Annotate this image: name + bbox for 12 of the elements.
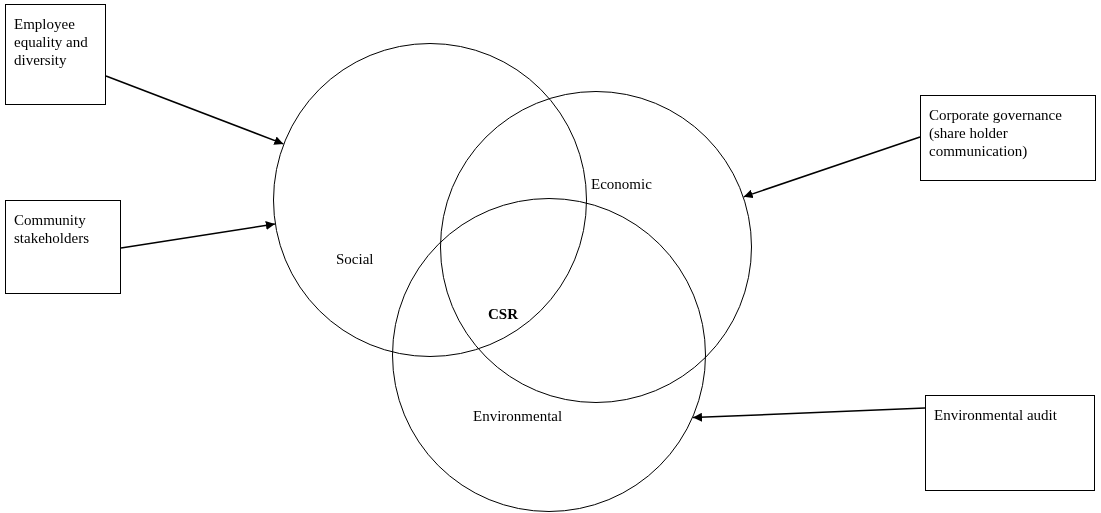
text-box: Environmental audit <box>925 395 1095 491</box>
arrow <box>692 407 926 422</box>
arrow <box>120 221 276 249</box>
arrow <box>105 75 285 145</box>
text-box: Employee equality and diversity <box>5 4 106 105</box>
center-label: CSR <box>488 306 518 323</box>
text-box: Corporate governance (share holder communication) <box>920 95 1096 181</box>
circle-label: Environmental <box>473 408 563 425</box>
circle-label: Economic <box>591 176 652 193</box>
arrow <box>742 136 921 199</box>
circle-label: Social <box>336 251 374 268</box>
text-box: Community stakeholders <box>5 200 121 294</box>
